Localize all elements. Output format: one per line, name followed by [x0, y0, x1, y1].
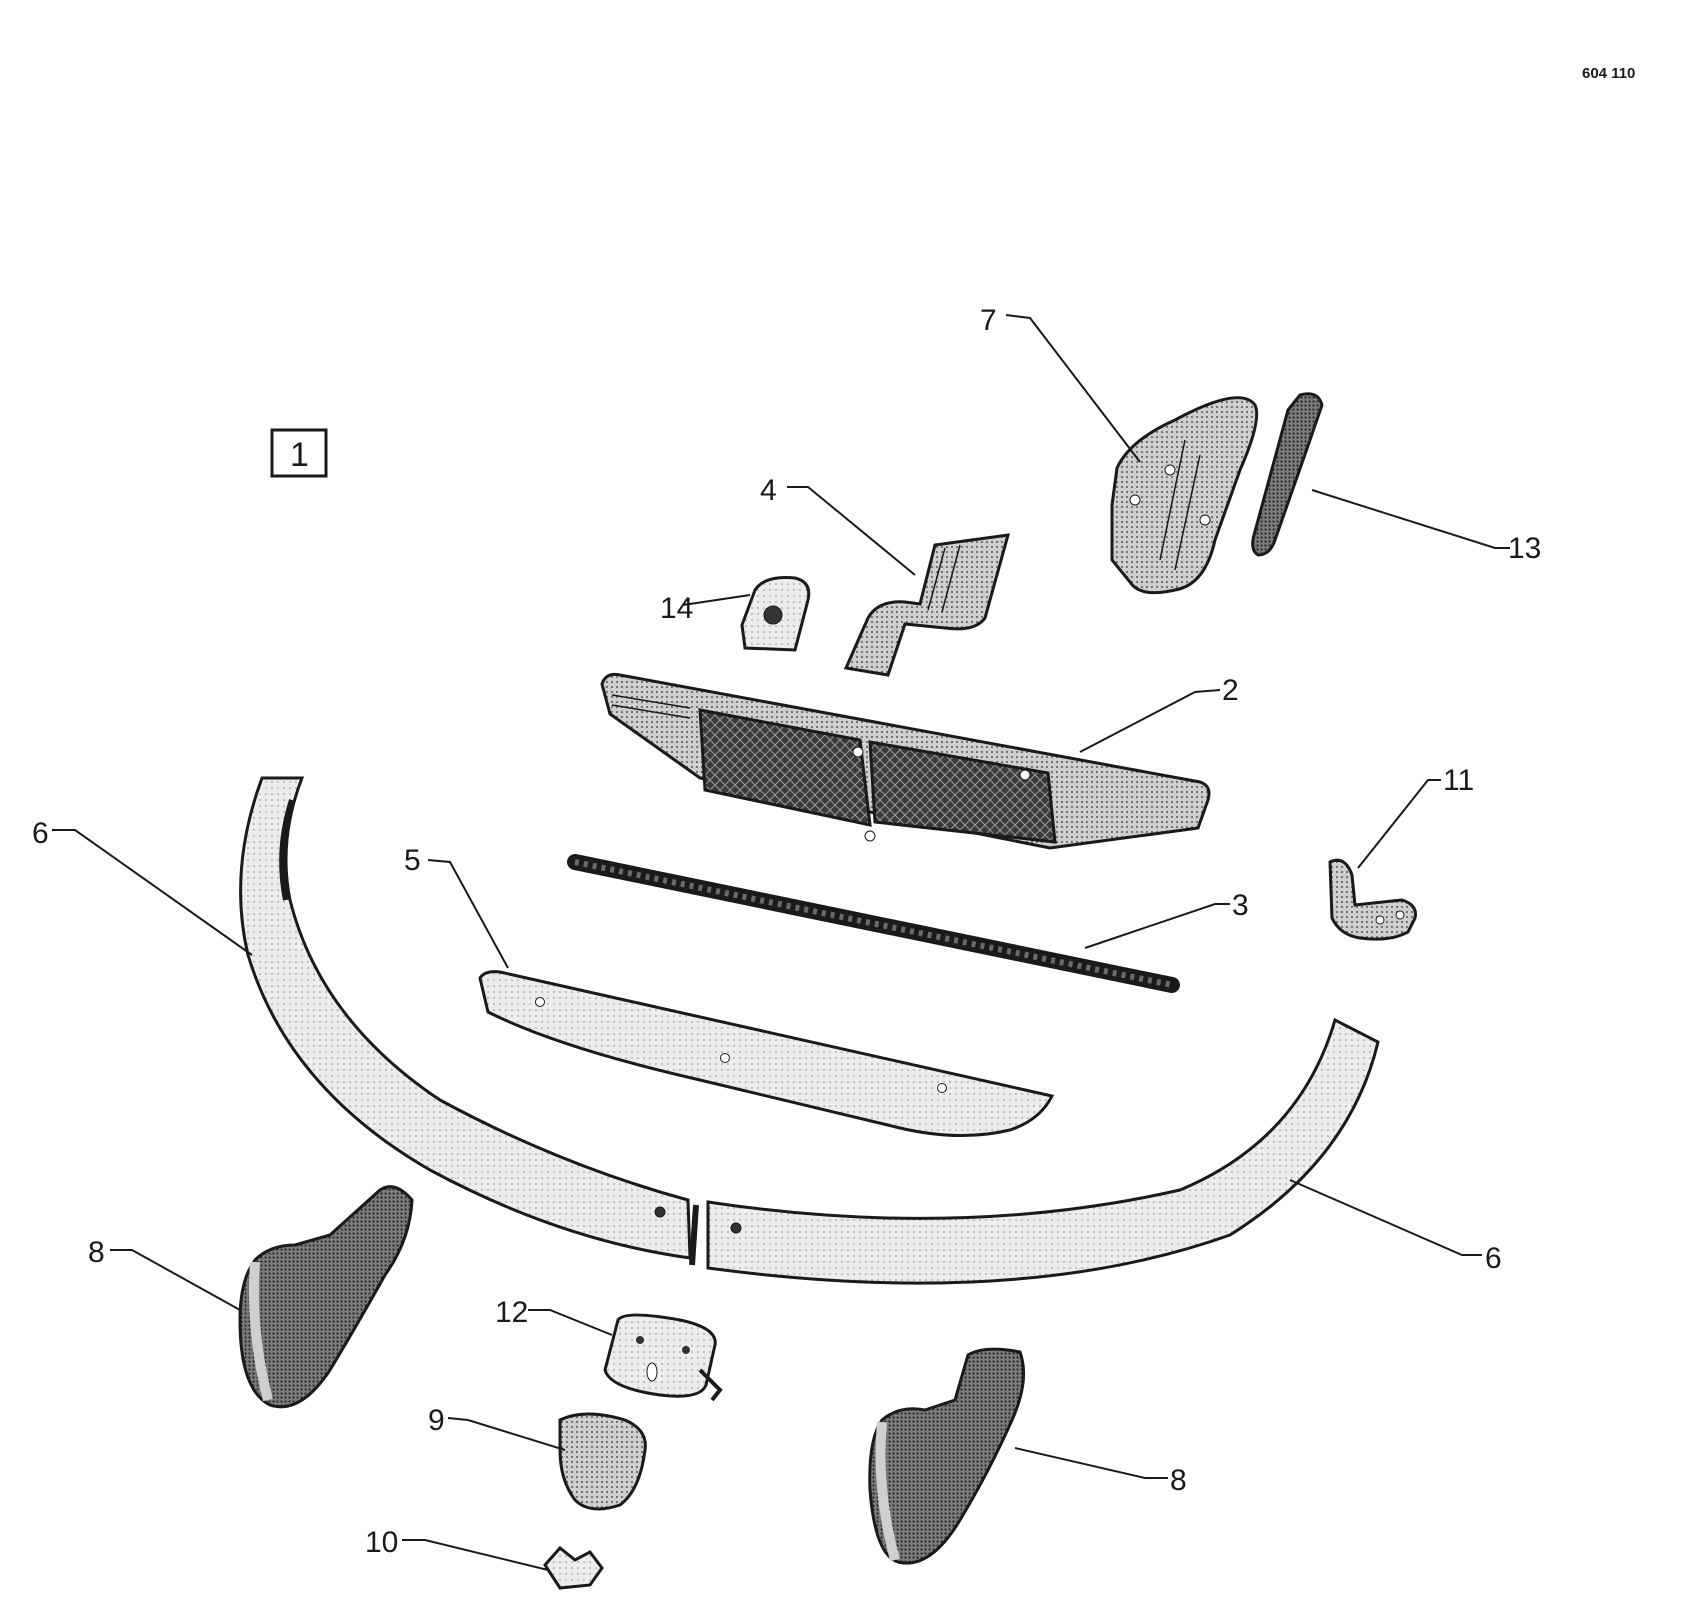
- part-8-guard-left: [238, 1185, 414, 1409]
- callout-8-right: 8: [1170, 1464, 1187, 1497]
- part-6-bumper-right: [689, 1017, 1380, 1285]
- callout-7: 7: [980, 304, 997, 337]
- part-12-center-clamp: [603, 1313, 723, 1402]
- callout-6-right: 6: [1485, 1242, 1502, 1275]
- callout-numbers: 7 13 4 14 2 11 3 5 6 6 8 8 12 9 10: [32, 304, 1541, 1559]
- group-number: 1: [290, 436, 309, 474]
- part-4-strap: [843, 533, 1011, 677]
- callout-9: 9: [428, 1404, 445, 1437]
- part-13-gasket: [1251, 392, 1324, 557]
- callout-8-left: 8: [88, 1236, 105, 1269]
- part-11-angle-bracket: [1328, 858, 1417, 941]
- callout-6-left: 6: [32, 817, 49, 850]
- callout-13: 13: [1508, 532, 1541, 565]
- callout-4: 4: [760, 474, 777, 507]
- part-3-texture: [574, 859, 1173, 988]
- callout-10: 10: [365, 1526, 398, 1559]
- part-10-rubber-insert: [543, 1545, 604, 1590]
- group-number-box: 1: [270, 428, 328, 478]
- callout-3: 3: [1232, 889, 1249, 922]
- figure-id: 604 110: [1582, 65, 1635, 82]
- callout-5: 5: [404, 844, 421, 877]
- part-14-clip-nut: [740, 576, 811, 652]
- callout-14: 14: [660, 592, 693, 625]
- part-7-bracket: [1110, 396, 1259, 595]
- part-2-carrier: [600, 672, 1211, 850]
- part-9-center-guard: [558, 1412, 647, 1511]
- callout-2: 2: [1222, 674, 1239, 707]
- part-8-guard-right: [868, 1347, 1026, 1565]
- callout-12: 12: [495, 1296, 528, 1329]
- part-5-trim-strip: [478, 970, 1055, 1138]
- callout-11: 11: [1443, 764, 1474, 797]
- leader-lines: [52, 314, 1510, 1571]
